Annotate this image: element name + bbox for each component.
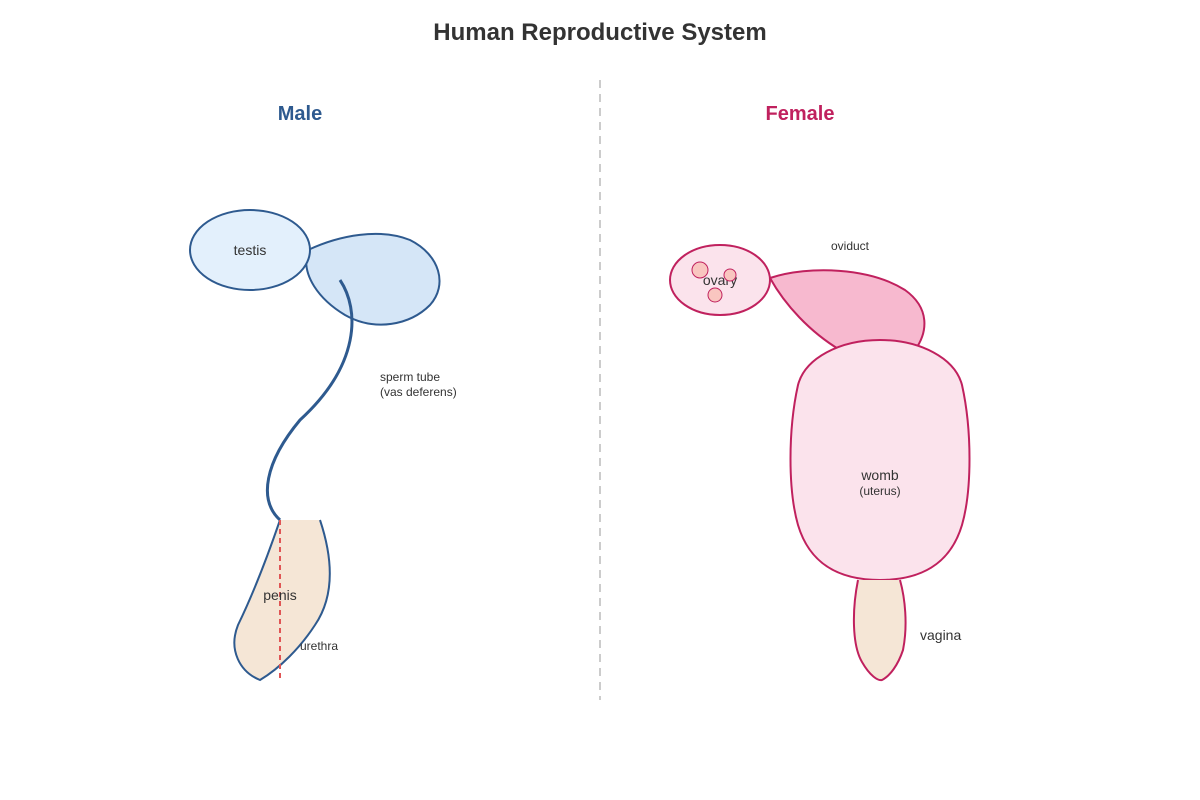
penis-label: penis: [263, 587, 296, 603]
oviduct-outline: [769, 269, 926, 351]
sperm-tube-label: sperm tube: [380, 370, 440, 384]
oviduct-shape: [770, 270, 925, 350]
egg-icon: [723, 268, 737, 282]
uterus-label: (uterus): [859, 484, 900, 498]
sperm-tube-line: [266, 279, 354, 522]
testis-label: testis: [234, 242, 267, 258]
vas-deferens-label: (vas deferens): [380, 385, 457, 399]
vagina-shape: [852, 579, 907, 682]
oviduct-label: oviduct: [831, 239, 870, 253]
epididymis-shape: [305, 232, 441, 326]
penis-shape: [234, 520, 330, 680]
penis-outline: [233, 519, 331, 682]
testis-shape: [189, 209, 311, 291]
female-panel: Female ovary oviduct womb (uterus) vagin…: [669, 103, 971, 682]
ovary-shape: [669, 244, 771, 316]
male-panel: Male testis sperm tube (vas deferens) pe…: [189, 103, 457, 682]
male-heading: Male: [278, 103, 322, 125]
egg-icon: [707, 287, 723, 303]
egg-icon: [691, 261, 709, 279]
womb-label: womb: [860, 467, 899, 483]
womb-shape: [789, 338, 971, 582]
vagina-label: vagina: [920, 627, 961, 643]
urethra-label: urethra: [300, 639, 338, 653]
female-heading: Female: [766, 103, 835, 125]
diagram-title: Human Reproductive System: [433, 19, 766, 46]
